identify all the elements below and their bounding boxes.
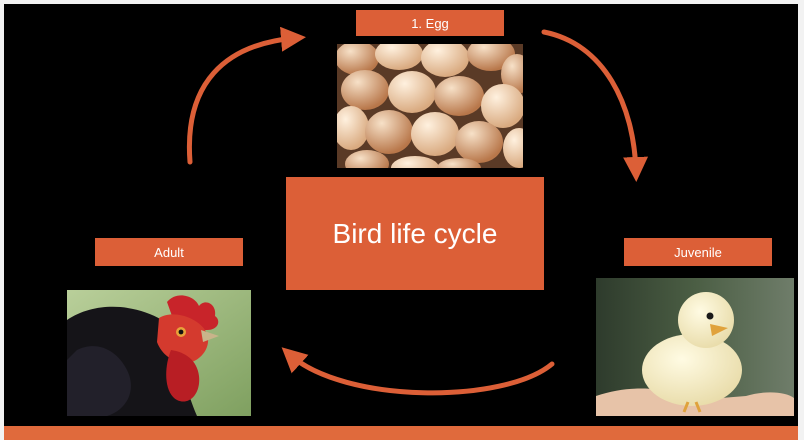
arrow-juvenile-to-adult (281, 347, 555, 396)
stage-label-adult-text: Adult (154, 244, 184, 260)
bottom-accent-bar (4, 426, 798, 440)
arrow-egg-to-juvenile (541, 29, 649, 182)
stage-label-juvenile-text: Juvenile (674, 244, 722, 260)
slide: 1. Egg (4, 4, 798, 426)
chick-photo (596, 278, 794, 416)
center-title-box: Bird life cycle (286, 177, 544, 290)
stage-label-egg-text: 1. Egg (411, 15, 449, 31)
center-title: Bird life cycle (332, 217, 498, 249)
stage-label-juvenile: Juvenile (624, 238, 772, 266)
cycle-arrows (186, 26, 649, 396)
hen-photo (67, 290, 251, 416)
arrow-adult-to-egg (186, 26, 306, 165)
eggs-photo (337, 44, 523, 168)
stage-label-egg: 1. Egg (356, 10, 504, 36)
stage-label-adult: Adult (95, 238, 243, 266)
